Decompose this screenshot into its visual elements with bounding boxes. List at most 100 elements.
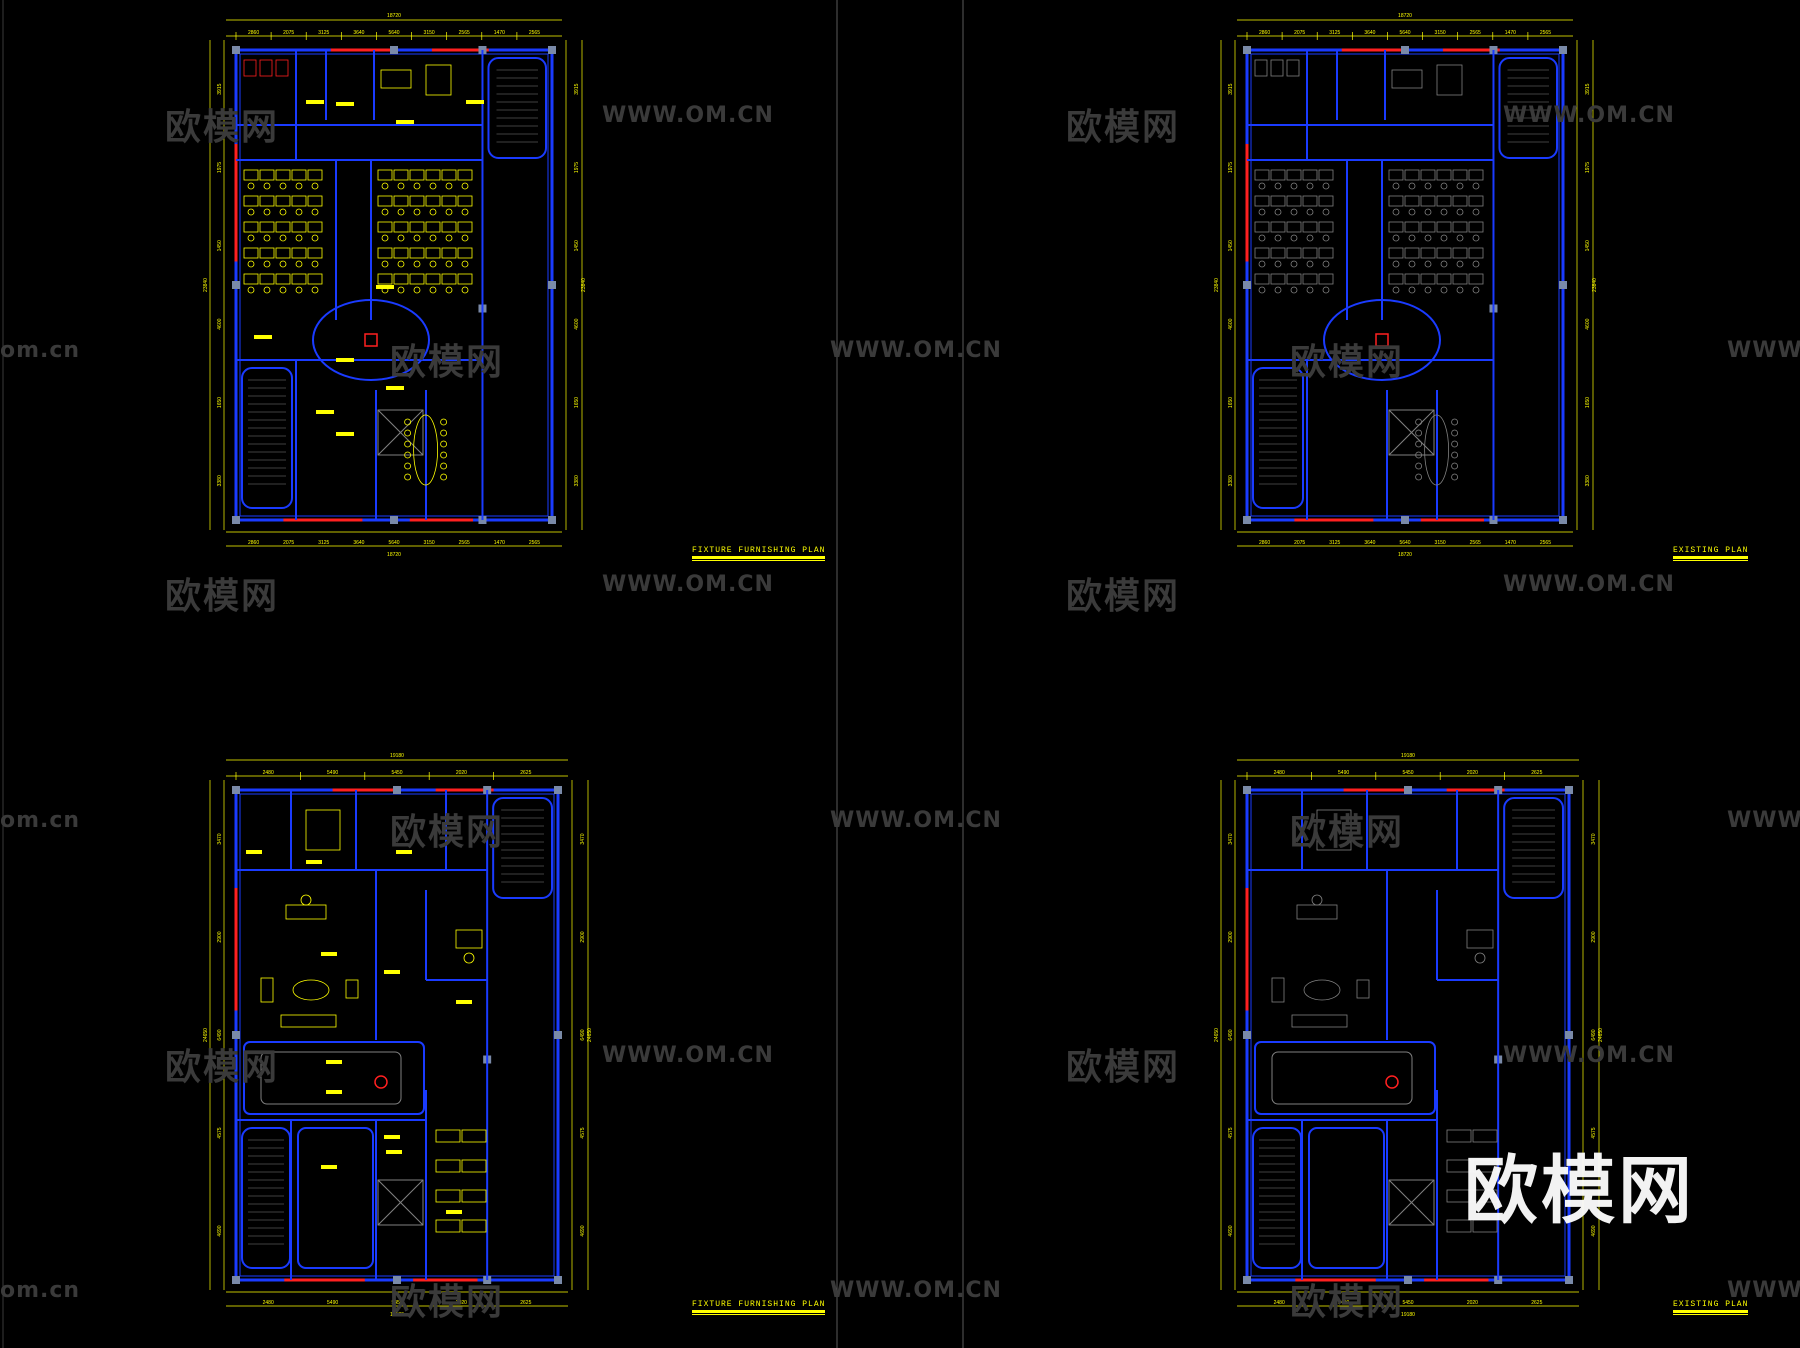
workstation-chair — [413, 234, 421, 242]
workstation-desk — [1436, 247, 1452, 259]
dimension-label: 3470 — [580, 833, 586, 844]
desk — [1466, 929, 1494, 949]
workstation-desk — [1452, 221, 1468, 233]
room-tag — [321, 952, 337, 956]
dimension-label: 4575 — [217, 1127, 223, 1138]
conference-chair — [1451, 473, 1458, 481]
workstation-chair — [1290, 182, 1298, 190]
boardroom-column — [374, 1075, 388, 1089]
workstation-chair — [1424, 234, 1432, 242]
workstation-chair — [1258, 234, 1266, 242]
dimension-lines — [209, 759, 589, 1307]
workstation-chair — [397, 286, 405, 294]
workstation-chair — [397, 260, 405, 268]
workstation-desk — [1318, 221, 1334, 233]
workstation-desk — [393, 247, 409, 259]
boardroom — [1254, 1041, 1436, 1115]
room-tag — [384, 970, 400, 974]
workstation-chair — [311, 208, 319, 216]
workstation-desk — [393, 273, 409, 285]
workstation-desk — [1472, 1129, 1498, 1143]
workstation-chair — [381, 234, 389, 242]
desk — [1391, 69, 1423, 89]
boardroom — [243, 1041, 425, 1115]
workstation-desk — [393, 221, 409, 233]
workstation-chair — [311, 182, 319, 190]
workstation-desk — [441, 247, 457, 259]
column — [1243, 1276, 1251, 1284]
workstation-desk — [275, 195, 291, 207]
workstation-chair — [1440, 286, 1448, 294]
lobby-ellipse — [312, 299, 430, 381]
dimension-label: 2020 — [1467, 1300, 1478, 1306]
workstation-chair — [445, 234, 453, 242]
interior-wall-line — [1250, 53, 1560, 517]
conference-chair — [440, 429, 448, 437]
workstation-chair — [429, 182, 437, 190]
dimension-label: 5640 — [1399, 540, 1410, 546]
dimension-label: 3640 — [353, 540, 364, 546]
workstation-desk — [1452, 169, 1468, 181]
dimension-label: 1450 — [217, 240, 223, 251]
column — [232, 516, 240, 524]
workstation-desk — [377, 195, 393, 207]
toilet-stall — [259, 59, 273, 77]
stair-core — [1252, 1127, 1302, 1269]
dimension-label: 23840 — [1214, 278, 1220, 292]
workstation-desk — [409, 195, 425, 207]
furniture — [243, 59, 473, 486]
workstation-desk — [1446, 1129, 1472, 1143]
workstation-chair — [429, 260, 437, 268]
workstation-desk — [307, 247, 323, 259]
dimension-label: 2565 — [459, 540, 470, 546]
stair-core — [241, 367, 293, 509]
dimension-label: 2900 — [1228, 931, 1234, 942]
workstation-chair — [381, 182, 389, 190]
workstation-desk — [307, 273, 323, 285]
executive-chair — [300, 894, 312, 906]
workstation-desk — [393, 169, 409, 181]
workstation-desk — [409, 169, 425, 181]
dimension-label: 1650 — [574, 397, 580, 408]
dimension-label: 2625 — [1531, 770, 1542, 776]
column — [390, 516, 398, 524]
conference-chair — [404, 440, 412, 448]
room-tag — [306, 860, 322, 864]
workstation-desk — [1254, 221, 1270, 233]
partitions — [1247, 790, 1565, 1280]
workstation-chair — [295, 208, 303, 216]
workstation-chair — [1408, 234, 1416, 242]
workstation-chair — [263, 260, 271, 268]
workstation-chair — [279, 208, 287, 216]
lift-lobby — [1308, 1127, 1385, 1269]
dimension-label: 4600 — [217, 318, 223, 329]
conference-table — [1424, 414, 1449, 486]
dimension-label: 1470 — [494, 30, 505, 36]
dimension-label: 2020 — [1467, 770, 1478, 776]
column — [232, 786, 240, 794]
dimension-label: 2020 — [456, 1300, 467, 1306]
dimension-label: 2625 — [1531, 1300, 1542, 1306]
conference-chair — [404, 451, 412, 459]
dimension-label: 4690 — [580, 1225, 586, 1236]
workstation-chair — [1392, 208, 1400, 216]
workstation-desk — [1286, 221, 1302, 233]
dimension-label: 23840 — [581, 278, 587, 292]
dimension-label: 19180 — [390, 753, 404, 759]
column — [1559, 46, 1567, 54]
elevator-shaft — [377, 409, 424, 456]
workstation-chair — [1440, 260, 1448, 268]
dimension-label: 2480 — [263, 1300, 274, 1306]
workstation-desk — [1420, 195, 1436, 207]
dimension-label: 3125 — [1329, 30, 1340, 36]
dimension-label: 2625 — [520, 1300, 531, 1306]
workstation-chair — [397, 208, 405, 216]
dimension-label: 5450 — [391, 770, 402, 776]
dimension-label: 5490 — [1338, 770, 1349, 776]
dimension-label: 2075 — [283, 540, 294, 546]
sheet-title-existing-top: EXISTING PLAN — [1673, 546, 1749, 561]
workstation-chair — [1408, 286, 1416, 294]
workstation-desk — [1270, 273, 1286, 285]
column — [1401, 516, 1409, 524]
workstation-desk — [461, 1219, 487, 1233]
